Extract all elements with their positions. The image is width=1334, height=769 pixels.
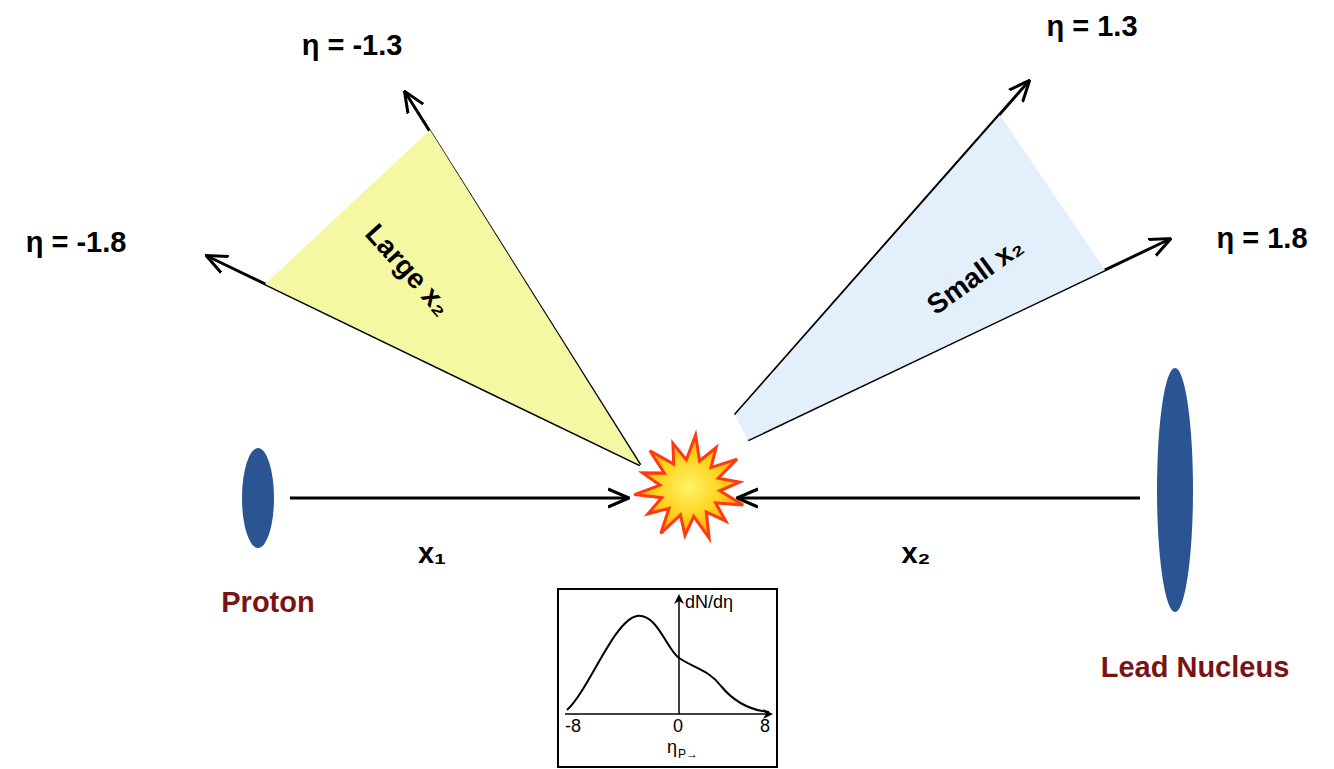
eta-value: η = 1.3 xyxy=(1046,10,1137,43)
beam-arrow xyxy=(738,497,1140,500)
axis-title: η xyxy=(667,737,677,758)
wedge-shape xyxy=(735,115,1105,440)
momentum-fraction: x₂ xyxy=(901,537,930,570)
tick-label: 0 xyxy=(673,716,683,737)
collision-burst xyxy=(634,435,743,538)
rapidity-wedge: Small x₂ xyxy=(735,115,1105,440)
distribution-inset: dN/dη -8 0 8 ηP→ xyxy=(557,588,778,768)
beam-arrow xyxy=(290,497,628,500)
x-axis xyxy=(565,713,771,715)
axis-title: P→ xyxy=(678,747,698,761)
eta-value: η = -1.8 xyxy=(26,226,127,259)
axis-title: dN/dη xyxy=(685,592,733,613)
y-axis xyxy=(678,596,680,714)
eta-value: η = -1.3 xyxy=(302,29,403,62)
tick-label: 8 xyxy=(760,716,770,737)
particle-name: Proton xyxy=(221,586,314,619)
wedge-fill xyxy=(735,115,1105,440)
tick-label: -8 xyxy=(565,716,581,737)
wedge-fill xyxy=(265,130,640,465)
rapidity-wedge: Large x₂ xyxy=(265,130,640,465)
proton-shape xyxy=(242,448,274,548)
particle-name: Lead Nucleus xyxy=(1101,651,1290,684)
nucleus-shape xyxy=(1157,368,1193,612)
eta-value: η = 1.8 xyxy=(1216,222,1307,255)
distribution-curve xyxy=(567,616,769,712)
momentum-fraction: x₁ xyxy=(418,537,446,570)
